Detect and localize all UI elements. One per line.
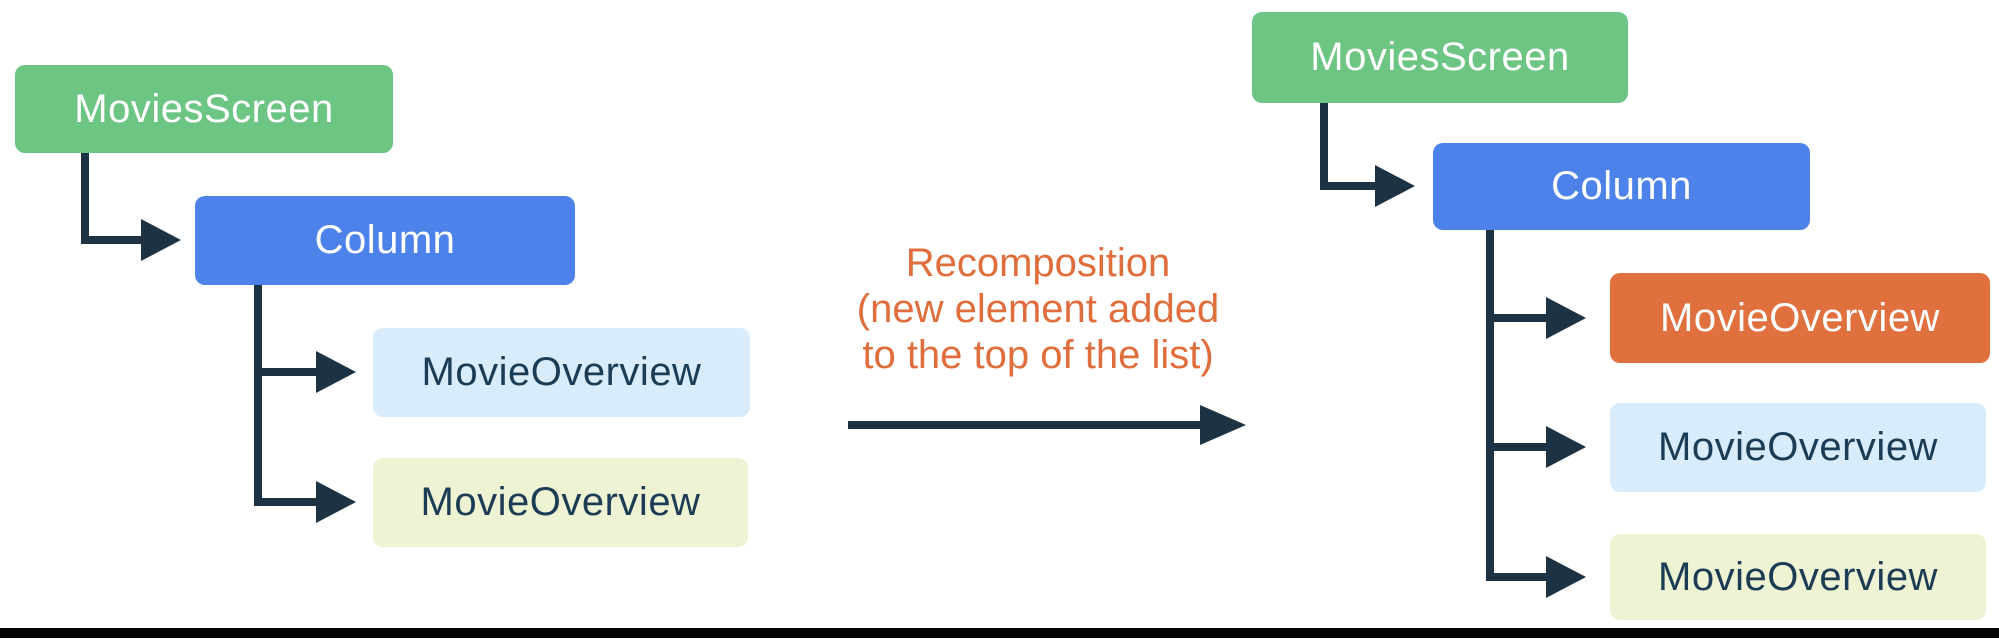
- right-root-connector-vertical-line: [1320, 103, 1328, 186]
- left-branch-1-line: [254, 368, 316, 376]
- right-movieoverview-label-3: MovieOverview: [1658, 554, 1938, 599]
- right-branch-1-arrowhead: [1546, 297, 1586, 339]
- right-movieoverview-node-1: MovieOverview: [1610, 273, 1990, 363]
- right-branch-3-line: [1486, 573, 1546, 581]
- left-column-label: Column: [314, 218, 456, 262]
- bottom-border-line: [0, 628, 1999, 638]
- right-moviesscreen-label: MoviesScreen: [1310, 35, 1570, 79]
- recomposition-annotation-line-2: (new element added: [856, 287, 1220, 331]
- right-column-label: Column: [1551, 164, 1692, 208]
- left-movieoverview-label-1: MovieOverview: [421, 350, 702, 394]
- right-branch-1-line: [1486, 314, 1546, 322]
- left-column-node: Column: [195, 196, 575, 285]
- recomposition-annotation-line-3: to the top of the list): [862, 333, 1214, 377]
- left-branch-1-arrowhead: [316, 351, 356, 393]
- right-movieoverview-label-1: MovieOverview: [1660, 295, 1940, 340]
- left-movieoverview-node-1: MovieOverview: [373, 328, 750, 417]
- left-branch-2-arrowhead: [316, 481, 356, 523]
- left-moviesscreen-node: MoviesScreen: [15, 65, 393, 153]
- left-branch-2-line: [254, 498, 316, 506]
- left-movieoverview-label-2: MovieOverview: [420, 480, 701, 524]
- recomposition-annotation: Recomposition (new element added to the …: [818, 240, 1258, 378]
- recomposition-annotation-line-1: Recomposition: [905, 241, 1171, 285]
- right-branch-2-arrowhead: [1546, 426, 1586, 468]
- left-column-connector-vertical-line: [254, 285, 262, 506]
- right-column-node: Column: [1433, 143, 1810, 230]
- right-movieoverview-label-2: MovieOverview: [1658, 425, 1938, 469]
- right-movieoverview-node-3: MovieOverview: [1610, 534, 1986, 620]
- left-moviesscreen-label: MoviesScreen: [74, 86, 334, 131]
- recomposition-arrow-arrowhead: [1200, 405, 1246, 445]
- right-root-connector-horizontal-line: [1320, 182, 1375, 190]
- left-movieoverview-node-2: MovieOverview: [373, 458, 748, 547]
- right-moviesscreen-node: MoviesScreen: [1252, 12, 1628, 103]
- left-root-connector-horizontal-line: [81, 236, 141, 244]
- left-root-connector-vertical-line: [81, 153, 89, 244]
- right-movieoverview-node-2: MovieOverview: [1610, 403, 1986, 492]
- right-branch-3-arrowhead: [1546, 556, 1586, 598]
- left-root-connector-arrowhead: [141, 219, 181, 261]
- right-root-connector-arrowhead: [1375, 165, 1415, 207]
- right-column-connector-vertical-line: [1486, 230, 1494, 581]
- right-branch-2-line: [1486, 443, 1546, 451]
- recomposition-arrow-shaft: [848, 421, 1200, 429]
